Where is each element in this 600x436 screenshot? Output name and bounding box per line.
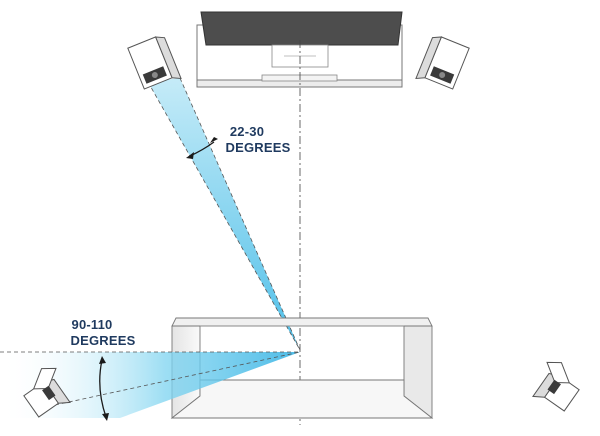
speaker-icon: [23, 367, 71, 418]
sofa-icon: [170, 317, 434, 419]
side-angle-arrow: [99, 356, 109, 421]
side-beam: [0, 352, 300, 418]
sofa-seat: [170, 379, 434, 419]
speaker-icon: [532, 361, 580, 412]
side-angle-label-line2: DEGREES: [71, 333, 136, 348]
sofa-back-top: [171, 317, 433, 327]
side-angle-label-line1: 90-110: [72, 317, 113, 332]
front-angle-arrow: [186, 137, 218, 159]
tv-icon: [196, 11, 403, 88]
front-angle-label-line1: 22-30: [230, 124, 264, 139]
front-beam: [148, 78, 300, 350]
front-beam-edge-right: [179, 77, 301, 351]
tv-screen: [200, 11, 403, 46]
front-beam-edge-left: [147, 81, 301, 351]
speaker-icon: [127, 36, 182, 90]
speaker-icon: [415, 36, 470, 90]
soundbar: [261, 74, 338, 82]
front-angle-label-line2: DEGREES: [226, 140, 291, 155]
